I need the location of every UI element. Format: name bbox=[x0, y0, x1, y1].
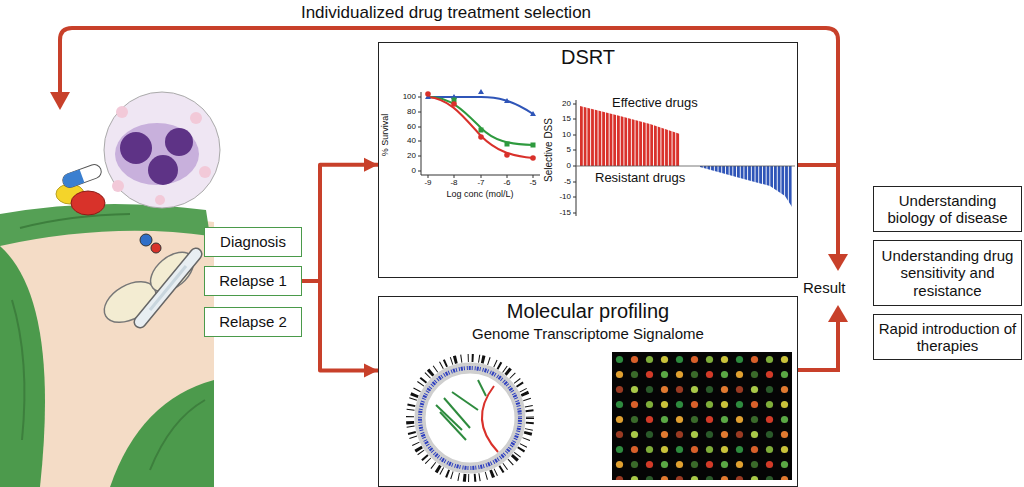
box-text: Molecular profiling bbox=[379, 300, 797, 323]
microarray bbox=[612, 352, 792, 480]
tick-label: 40 bbox=[407, 137, 416, 146]
blood-smear bbox=[104, 92, 220, 208]
axis-title: Selective DSS bbox=[543, 118, 554, 182]
diagram-title: Individualized drug treatment selection bbox=[301, 3, 591, 23]
stage-box: Relapse 1 bbox=[204, 266, 302, 296]
tick-label: -5 bbox=[564, 178, 571, 187]
flow-arrows bbox=[60, 28, 838, 370]
survival-chart bbox=[418, 89, 540, 178]
axis-title: Log conc (mol/L) bbox=[446, 190, 513, 200]
tick-label: -7 bbox=[477, 179, 484, 188]
tick-label: 0 bbox=[412, 167, 416, 176]
patient-scene bbox=[0, 204, 214, 487]
box-text: Understanding drug sensitivity and resis… bbox=[878, 247, 1017, 299]
box-text: Relapse 2 bbox=[219, 313, 287, 330]
box-text: Understanding biology of disease bbox=[878, 192, 1017, 227]
flow-connector bbox=[302, 281, 378, 370]
arrowheads bbox=[50, 92, 848, 322]
result-box: Understanding drug sensitivity and resis… bbox=[873, 240, 1022, 306]
box-text: Diagnosis bbox=[220, 233, 286, 250]
tick-label: 0 bbox=[567, 162, 571, 171]
stage-box: Relapse 2 bbox=[204, 307, 302, 337]
tick-label: 60 bbox=[407, 123, 416, 132]
tick-label: -5 bbox=[529, 179, 536, 188]
tick-label: 100 bbox=[403, 93, 416, 102]
tick-label: -6 bbox=[503, 179, 510, 188]
axis-title: % Survival bbox=[381, 114, 391, 157]
stage-box: Diagnosis bbox=[204, 227, 302, 257]
chart-annotation: Effective drugs bbox=[612, 96, 698, 110]
tick-label: -15 bbox=[559, 209, 571, 218]
dss-bar-chart bbox=[573, 100, 795, 216]
tick-label: -10 bbox=[559, 193, 571, 202]
tick-label: 20 bbox=[407, 152, 416, 161]
tick-label: 5 bbox=[567, 146, 571, 155]
tick-label: -9 bbox=[424, 179, 431, 188]
tick-label: 15 bbox=[562, 115, 571, 124]
box-subtext: Genome Transcriptome Signalome bbox=[379, 325, 797, 342]
chart-annotation: Resistant drugs bbox=[595, 171, 685, 185]
panel-box: Molecular profilingGenome Transcriptome … bbox=[378, 296, 798, 487]
panel-box: DSRT bbox=[378, 42, 798, 278]
result-label: Result bbox=[803, 280, 846, 297]
result-box: Rapid introduction of therapies bbox=[873, 314, 1022, 360]
tick-label: 20 bbox=[562, 100, 571, 109]
tick-label: 80 bbox=[407, 108, 416, 117]
result-box: Understanding biology of disease bbox=[873, 186, 1022, 232]
tick-label: 10 bbox=[562, 131, 571, 140]
box-text: Rapid introduction of therapies bbox=[878, 320, 1017, 355]
tick-label: -8 bbox=[450, 179, 457, 188]
pills bbox=[56, 163, 105, 215]
circos-plot bbox=[410, 358, 530, 478]
box-text: DSRT bbox=[379, 46, 797, 69]
flow-connector bbox=[302, 165, 378, 281]
box-text: Relapse 1 bbox=[219, 272, 287, 289]
